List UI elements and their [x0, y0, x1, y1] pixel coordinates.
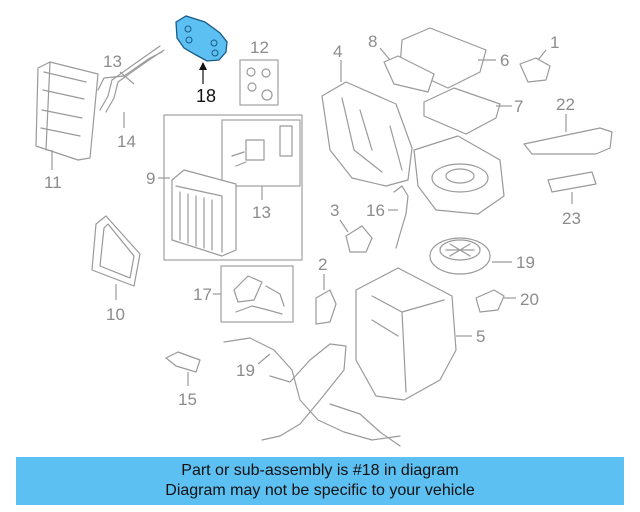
callout-7: 7 [514, 97, 523, 116]
callout-10: 10 [106, 305, 125, 324]
part-sensor-1 [519, 57, 551, 83]
part-heater-case [321, 81, 413, 187]
callout-1: 1 [550, 33, 559, 52]
banner-line-2: Diagram may not be specific to your vehi… [165, 482, 475, 499]
callout-16: 16 [366, 201, 385, 220]
part-blower-housing [413, 135, 505, 215]
callout-21: 19 [236, 361, 255, 380]
callout-20: 20 [520, 290, 539, 309]
callout-19: 19 [516, 253, 535, 272]
callout-5: 5 [476, 327, 485, 346]
part-actuator-set [233, 275, 285, 315]
callout-14-top: 13 [103, 52, 122, 71]
callout-8: 8 [368, 32, 377, 51]
callout-6: 6 [500, 51, 509, 70]
part-duct-23 [547, 171, 597, 193]
callout-22: 22 [556, 95, 575, 114]
part-actuator-3 [345, 225, 373, 253]
part-wiring-harness [223, 337, 401, 447]
part-expansion-valve [231, 125, 293, 167]
part-sensor-2 [315, 289, 337, 325]
callout-4: 4 [333, 42, 342, 61]
part-heater-core [35, 61, 99, 161]
callout-15: 15 [178, 390, 197, 409]
part-bracket-15 [165, 351, 201, 373]
part-seal-frame [91, 215, 141, 287]
part-clip-kit [246, 67, 273, 101]
part-resistor-20 [475, 289, 505, 313]
part-evaporator [171, 169, 237, 257]
banner-line-1: Part or sub-assembly is #18 in diagram [181, 462, 459, 479]
part-hose-16 [393, 185, 409, 249]
part-upper-housing [383, 27, 487, 93]
part-cabin-filter [423, 87, 501, 135]
box-11 [221, 119, 301, 187]
callout-12: 11 [44, 173, 62, 192]
callout-2: 2 [318, 255, 327, 274]
part-lower-case [355, 267, 457, 401]
callout-18: 18 [196, 86, 216, 106]
callout-9: 9 [146, 169, 155, 188]
part-blower-motor [429, 237, 491, 275]
box-9 [163, 114, 303, 261]
info-banner: Part or sub-assembly is #18 in diagram D… [16, 457, 624, 505]
callout-23: 23 [562, 209, 581, 228]
arrowhead-18 [199, 62, 207, 70]
part-duct-22 [523, 127, 613, 155]
callout-13: 12 [250, 38, 269, 57]
highlighted-part-18[interactable] [175, 15, 228, 62]
callout-17: 17 [193, 285, 212, 304]
callout-3: 3 [330, 201, 339, 220]
callout-14-bottom: 14 [117, 132, 136, 151]
callout-11: 13 [252, 203, 271, 222]
